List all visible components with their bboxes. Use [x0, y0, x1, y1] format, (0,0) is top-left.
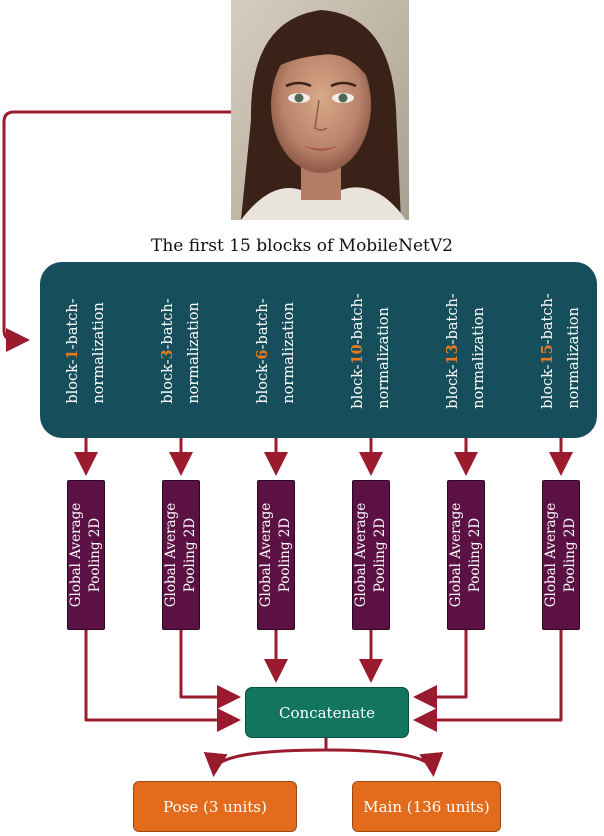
block-6-label: block-6-batch-normalization	[254, 297, 297, 404]
block-13-label: block-13-batch-normalization	[444, 292, 487, 409]
block-1-label: block-1-batch-normalization	[64, 297, 107, 404]
input-face-image	[231, 0, 409, 220]
arrow-pool5-to-concat	[413, 630, 468, 709]
block-10-label: block-10-batch-normalization	[349, 292, 392, 409]
arrow-image-to-backbone	[2, 110, 231, 352]
mobilenet-backbone-box	[40, 262, 597, 438]
arrow-concat-to-pose	[203, 748, 327, 777]
arrow-pool2-to-concat	[179, 630, 241, 709]
block-15-label: block-15-batch-normalization	[539, 292, 582, 409]
arrow-pool1-to-concat	[84, 630, 241, 732]
main-output-box: Main (136 units)	[352, 781, 501, 832]
backbone-title: The first 15 blocks of MobileNetV2	[151, 236, 453, 256]
pose-output-box: Pose (3 units)	[133, 781, 297, 832]
arrow-pool6-to-concat	[413, 630, 563, 732]
concatenate-box: Concatenate	[245, 687, 409, 738]
block-3-label: block-3-batch-normalization	[159, 297, 202, 404]
arrow-concat-to-main	[325, 748, 444, 777]
